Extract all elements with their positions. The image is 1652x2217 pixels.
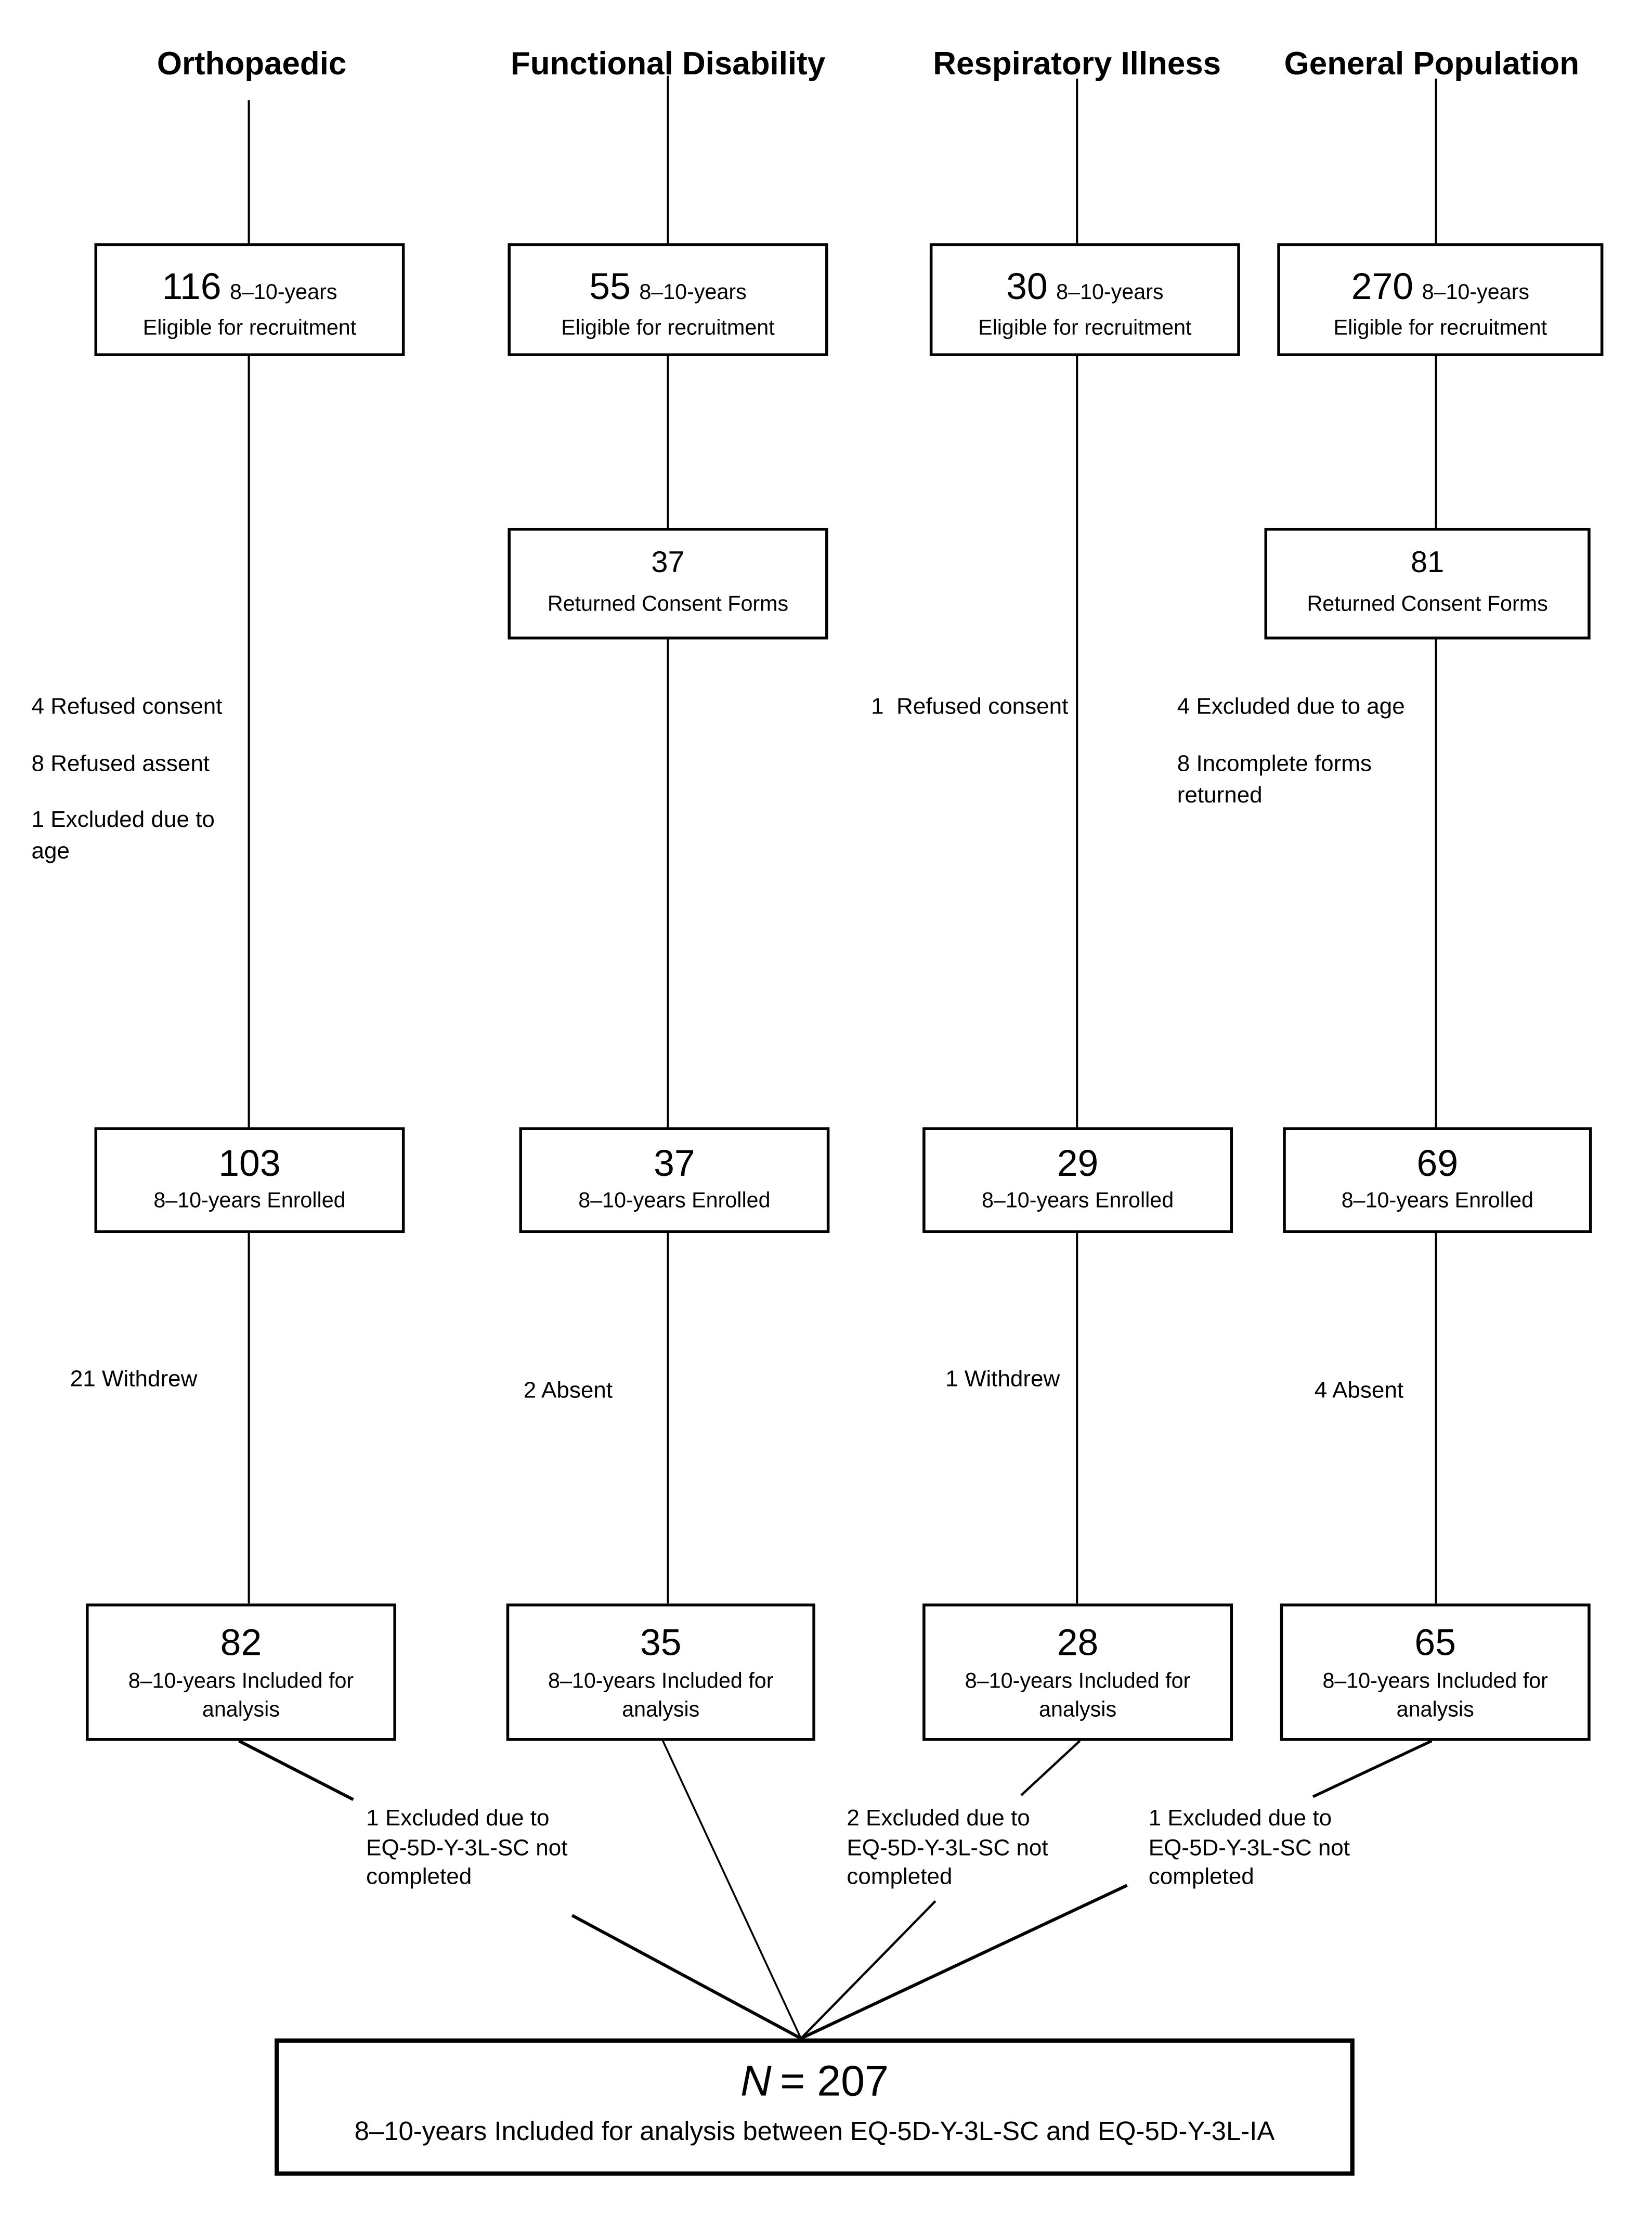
respiratory-eligible-box: 30 8–10-years Eligible for recruitment	[929, 243, 1240, 356]
general-included-label-line1: 8–10-years Included for	[1322, 1669, 1548, 1694]
general-enrolled-label: 8–10-years Enrolled	[1341, 1189, 1533, 1214]
general-consent-box: 81 Returned Consent Forms	[1264, 527, 1591, 640]
respiratory-enrolled-label: 8–10-years Enrolled	[981, 1189, 1174, 1214]
functional-included-label-line1: 8–10-years Included for	[548, 1669, 774, 1694]
functional-included-label-line2: analysis	[622, 1698, 700, 1723]
orthopaedic-note-withdrew: 21 Withdrew	[70, 1367, 198, 1392]
general-consent-count: 81	[1410, 546, 1445, 579]
respiratory-included-box: 28 8–10-years Included for analysis	[922, 1603, 1233, 1741]
functional-eligible-box: 55 8–10-years Eligible for recruitment	[508, 243, 828, 356]
column-header-general-population: General Population	[1284, 46, 1580, 82]
general-note-incomplete-line2: returned	[1177, 784, 1263, 809]
functional-note-absent: 2 Absent	[523, 1379, 613, 1404]
general-eligible-suffix: 8–10-years	[1422, 280, 1529, 305]
orthopaedic-eligible-count: 116	[162, 264, 222, 308]
orthopaedic-eligible-box: 116 8–10-years Eligible for recruitment	[94, 243, 405, 356]
functional-enrolled-box: 37 8–10-years Enrolled	[519, 1127, 830, 1234]
general-note-absent: 4 Absent	[1314, 1379, 1404, 1404]
respiratory-note-refused-consent: 1 Refused consent	[871, 695, 1069, 720]
general-note-incomplete-line1: 8 Incomplete forms	[1177, 752, 1372, 777]
orthopaedic-enrolled-count: 103	[218, 1141, 281, 1185]
respiratory-excluded-sc-line2: EQ-5D-Y-3L-SC not	[847, 1836, 1048, 1861]
orthopaedic-included-label-line1: 8–10-years Included for	[128, 1669, 354, 1694]
line-general-to-note	[1312, 1739, 1433, 1798]
final-n-symbol: N	[740, 2058, 772, 2106]
respiratory-included-count: 28	[1057, 1620, 1099, 1664]
general-note-excluded-age: 4 Excluded due to age	[1177, 695, 1405, 720]
respiratory-excluded-sc-line3: completed	[847, 1865, 953, 1890]
orthopaedic-note-excluded-age-line2: age	[31, 839, 70, 864]
line-orthopaedic-to-final	[571, 1914, 802, 2040]
general-consent-label: Returned Consent Forms	[1307, 592, 1548, 617]
general-excluded-sc-note: 1 Excluded due to EQ-5D-Y-3L-SC not comp…	[1149, 1805, 1352, 1893]
orthopaedic-included-box: 82 8–10-years Included for analysis	[86, 1603, 396, 1741]
functional-enrolled-count: 37	[654, 1141, 695, 1185]
column-header-respiratory-illness: Respiratory Illness	[933, 46, 1221, 82]
orthopaedic-excluded-sc-line1: 1 Excluded due to	[366, 1807, 550, 1831]
orthopaedic-included-label-line2: analysis	[202, 1698, 280, 1723]
orthopaedic-excluded-sc-note: 1 Excluded due to EQ-5D-Y-3L-SC not comp…	[366, 1805, 569, 1893]
respiratory-included-label-line2: analysis	[1039, 1698, 1117, 1723]
general-included-label-line2: analysis	[1396, 1698, 1474, 1723]
general-included-count: 65	[1414, 1620, 1456, 1664]
general-enrolled-box: 69 8–10-years Enrolled	[1283, 1127, 1592, 1234]
general-enrolled-count: 69	[1416, 1141, 1459, 1185]
final-label: 8–10-years Included for analysis between…	[354, 2116, 1275, 2146]
general-excluded-sc-line1: 1 Excluded due to	[1148, 1807, 1332, 1831]
respiratory-excluded-sc-note: 2 Excluded due to EQ-5D-Y-3L-SC not comp…	[847, 1805, 1050, 1893]
final-n-value: = 207	[780, 2058, 889, 2106]
general-eligible-box: 270 8–10-years Eligible for recruitment	[1277, 243, 1604, 356]
orthopaedic-note-refused-consent: 4 Refused consent	[31, 695, 223, 720]
respiratory-eligible-label: Eligible for recruitment	[978, 316, 1192, 341]
orthopaedic-note-excluded-age-line1: 1 Excluded due to	[31, 808, 215, 833]
respiratory-enrolled-box: 29 8–10-years Enrolled	[922, 1127, 1233, 1234]
general-excluded-sc-line2: EQ-5D-Y-3L-SC not	[1148, 1836, 1350, 1861]
functional-eligible-count: 55	[589, 264, 631, 308]
functional-consent-box: 37 Returned Consent Forms	[508, 527, 828, 640]
orthopaedic-enrolled-label: 8–10-years Enrolled	[153, 1189, 346, 1214]
respiratory-excluded-sc-line1: 2 Excluded due to	[847, 1807, 1030, 1831]
respiratory-eligible-count: 30	[1006, 264, 1048, 308]
respiratory-eligible-suffix: 8–10-years	[1056, 280, 1164, 305]
orthopaedic-excluded-sc-line3: completed	[366, 1865, 472, 1890]
line-orthopaedic-to-note	[238, 1739, 354, 1801]
final-total-box: N= 207 8–10-years Included for analysis …	[275, 2038, 1355, 2176]
respiratory-included-label-line1: 8–10-years Included for	[965, 1669, 1191, 1694]
line-functional-to-final	[661, 1739, 802, 2039]
final-n-line: N= 207	[740, 2058, 889, 2106]
functional-consent-count: 37	[651, 546, 685, 579]
functional-eligible-label: Eligible for recruitment	[561, 316, 775, 341]
orthopaedic-eligible-label: Eligible for recruitment	[142, 316, 357, 341]
orthopaedic-eligible-suffix: 8–10-years	[230, 280, 337, 305]
functional-enrolled-label: 8–10-years Enrolled	[578, 1189, 771, 1214]
line-respiratory-to-note	[1020, 1740, 1081, 1796]
functional-consent-label: Returned Consent Forms	[547, 592, 789, 617]
orthopaedic-included-count: 82	[220, 1620, 262, 1664]
general-eligible-label: Eligible for recruitment	[1333, 316, 1547, 341]
general-eligible-count: 270	[1351, 264, 1414, 308]
orthopaedic-enrolled-box: 103 8–10-years Enrolled	[94, 1127, 405, 1234]
orthopaedic-excluded-sc-line2: EQ-5D-Y-3L-SC not	[366, 1836, 568, 1861]
general-included-box: 65 8–10-years Included for analysis	[1280, 1603, 1591, 1741]
line-respiratory-to-final	[800, 1900, 936, 2040]
respiratory-note-withdrew: 1 Withdrew	[945, 1367, 1060, 1392]
functional-eligible-suffix: 8–10-years	[639, 280, 747, 305]
line-general-to-final	[800, 1884, 1128, 2040]
functional-included-box: 35 8–10-years Included for analysis	[506, 1603, 815, 1741]
column-header-functional-disability: Functional Disability	[510, 46, 826, 82]
functional-included-count: 35	[640, 1620, 682, 1664]
respiratory-enrolled-count: 29	[1057, 1141, 1099, 1185]
general-excluded-sc-line3: completed	[1148, 1865, 1254, 1890]
orthopaedic-note-refused-assent: 8 Refused assent	[31, 752, 210, 777]
column-header-orthopaedic: Orthopaedic	[157, 46, 347, 82]
